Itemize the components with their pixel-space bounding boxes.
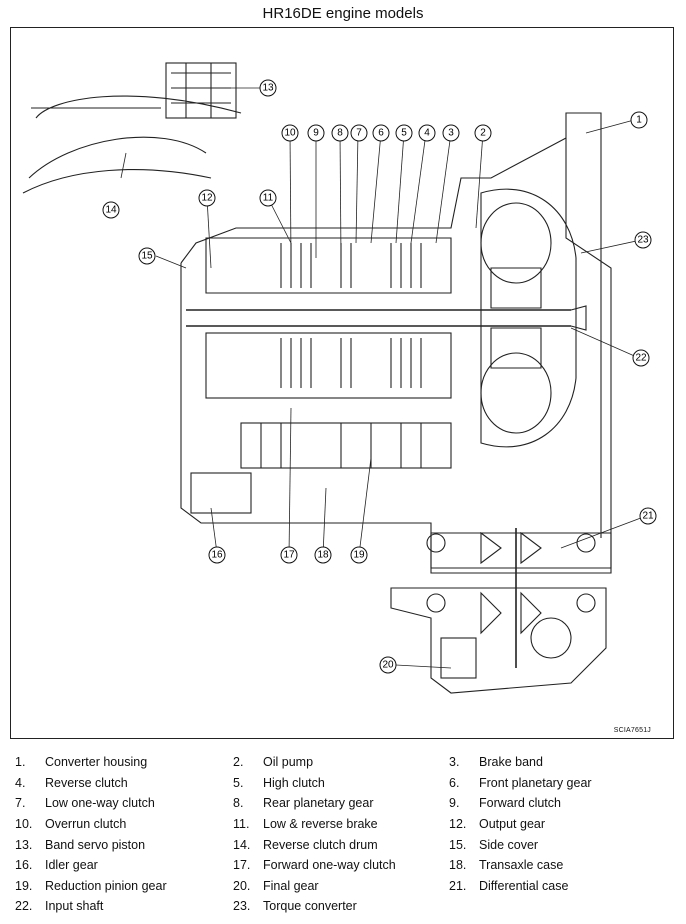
legend-item: 10.Overrun clutch	[15, 817, 127, 831]
input-shaft	[186, 309, 571, 327]
svg-text:3: 3	[448, 128, 454, 139]
svg-text:19: 19	[353, 550, 365, 561]
callout-2: 2	[474, 124, 492, 142]
svg-text:2: 2	[480, 128, 486, 139]
callout-3: 3	[442, 124, 460, 142]
legend-item: 7.Low one-way clutch	[15, 796, 155, 810]
svg-text:20: 20	[382, 660, 394, 671]
callout-14: 14	[102, 201, 120, 219]
legend-item: 12.Output gear	[449, 817, 546, 831]
diagram-frame: 13 1 2 3 4 5 6 7 8 9 10 11 12 23 15 14 2…	[10, 27, 674, 739]
legend-item: 23.Torque converter	[233, 899, 357, 913]
svg-text:11: 11	[263, 193, 274, 204]
callout-7: 7	[350, 124, 368, 142]
legend-item: 3.Brake band	[449, 755, 543, 769]
callout-22: 22	[632, 349, 650, 367]
legend-item: 17.Forward one-way clutch	[233, 858, 396, 872]
legend-item: 15.Side cover	[449, 838, 539, 852]
gear-train-lower	[205, 332, 452, 399]
svg-text:23: 23	[637, 235, 649, 246]
svg-text:16: 16	[211, 550, 223, 561]
legend-item: 19.Reduction pinion gear	[15, 879, 167, 893]
svg-text:17: 17	[283, 550, 295, 561]
band-servo-block	[165, 62, 237, 119]
reduction-shaft	[240, 422, 452, 469]
figure-code: SCIA7651J	[613, 727, 651, 734]
callout-1: 1	[630, 111, 648, 129]
legend-item: 5.High clutch	[233, 776, 325, 790]
legend-item: 9.Forward clutch	[449, 796, 561, 810]
svg-text:12: 12	[201, 193, 213, 204]
torque-converter	[480, 188, 577, 448]
clutch-plates-lower	[280, 338, 422, 388]
transaxle-case-outline	[180, 112, 612, 569]
legend-item: 16.Idler gear	[15, 858, 98, 872]
svg-text:1: 1	[636, 115, 642, 126]
idler-gear	[190, 472, 252, 514]
svg-text:18: 18	[317, 550, 329, 561]
svg-text:7: 7	[356, 128, 362, 139]
callout-21: 21	[639, 507, 657, 525]
svg-text:13: 13	[262, 83, 274, 94]
callout-8: 8	[331, 124, 349, 142]
gear-train-upper	[205, 237, 452, 294]
svg-text:6: 6	[378, 128, 384, 139]
svg-text:8: 8	[337, 128, 343, 139]
callout-6: 6	[372, 124, 390, 142]
page-title: HR16DE engine models	[262, 5, 424, 22]
callout-13: 13	[259, 79, 277, 97]
legend-item: 22.Input shaft	[15, 899, 104, 913]
svg-text:14: 14	[105, 205, 117, 216]
legend-item: 14.Reverse clutch drum	[233, 838, 378, 852]
servo-arc	[35, 95, 242, 119]
legend-item: 13.Band servo piston	[15, 838, 146, 852]
svg-text:10: 10	[284, 128, 296, 139]
differential-upper	[430, 532, 612, 574]
svg-text:22: 22	[635, 353, 647, 364]
callout-4: 4	[418, 124, 436, 142]
callout-16: 16	[208, 546, 226, 564]
callout-23: 23	[634, 231, 652, 249]
legend-item: 21.Differential case	[449, 879, 569, 893]
svg-text:5: 5	[401, 128, 407, 139]
legend-item: 2.Oil pump	[233, 755, 314, 769]
callout-5: 5	[395, 124, 413, 142]
callout-10: 10	[281, 124, 299, 142]
differential-bearing	[530, 617, 572, 659]
final-drive-housing	[390, 587, 607, 694]
legend-item: 6.Front planetary gear	[449, 776, 592, 790]
legend-item: 18.Transaxle case	[449, 858, 564, 872]
transaxle-cutaway-drawing: 13 1 2 3 4 5 6 7 8 9 10 11 12 23 15 14 2…	[22, 62, 657, 694]
callout-15: 15	[138, 247, 156, 265]
legend-item: 4.Reverse clutch	[15, 776, 128, 790]
legend-item: 1.Converter housing	[15, 755, 148, 769]
svg-text:15: 15	[141, 251, 153, 262]
callout-17: 17	[280, 546, 298, 564]
callout-12: 12	[198, 189, 216, 207]
svg-text:4: 4	[424, 128, 430, 139]
drum-outline-inner	[22, 169, 212, 194]
callout-20: 20	[379, 656, 397, 674]
clutch-plates-upper	[280, 243, 422, 288]
callout-9: 9	[307, 124, 325, 142]
final-gear	[440, 637, 477, 679]
svg-text:21: 21	[642, 511, 654, 522]
callout-11: 11	[259, 189, 277, 207]
drum-outline-top	[28, 136, 207, 179]
legend-item: 8.Rear planetary gear	[233, 796, 374, 810]
legend-item: 20.Final gear	[233, 879, 319, 893]
callout-18: 18	[314, 546, 332, 564]
callout-19: 19	[350, 546, 368, 564]
svg-text:9: 9	[313, 128, 319, 139]
legend-item: 11.Low & reverse brake	[233, 817, 378, 831]
